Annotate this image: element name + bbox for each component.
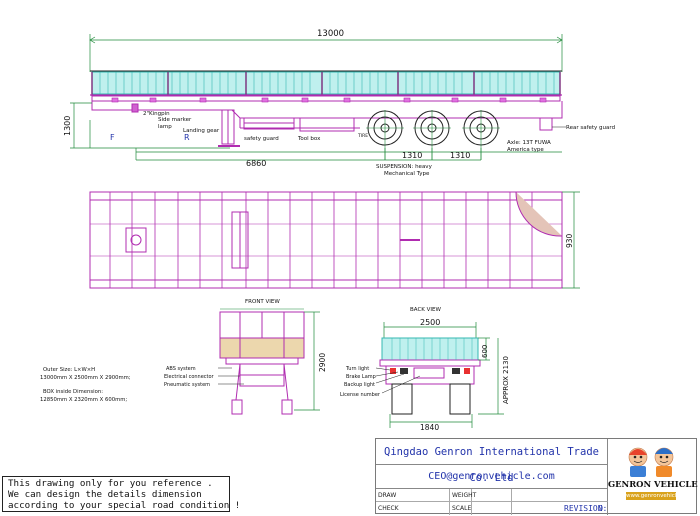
turn-light-label: Turn light <box>345 366 369 372</box>
mascot-icon <box>628 447 674 477</box>
note-line-2: We can design the details dimension <box>8 489 202 500</box>
top-width-dimension <box>562 191 580 289</box>
cargo-box <box>90 70 562 96</box>
back-view-title: BACK VIEW <box>410 307 441 313</box>
axle-label-1: Axle: 13T FUWA <box>507 140 551 146</box>
box-dimension-label: BOX inside Dimension: <box>43 389 103 395</box>
electrical-connector-label: Electrical connector <box>164 374 215 380</box>
front-overhang-label: 6860 <box>246 159 266 168</box>
height-dimension <box>70 102 230 149</box>
top-view <box>89 191 563 289</box>
rear-bumper <box>539 117 553 131</box>
rear-marker-r: R <box>184 133 190 142</box>
safety-guard-label: safety guard <box>244 136 279 142</box>
rear-safety-guard-label: Rear safety guard <box>566 125 615 131</box>
specs: Outer Size: L×W×H 13000mm X 2500mm X 290… <box>40 367 131 403</box>
company-email: CEO@genronvehicle.com <box>376 465 608 489</box>
backup-light-label: Backup light <box>344 382 375 388</box>
outer-size-label: Outer Size: L×W×H <box>43 367 95 373</box>
title-block-row-draw: DRAW WEIGHT <box>376 489 608 502</box>
brake-lamp-label: Brake Lamp <box>346 374 376 380</box>
kingpin <box>131 103 139 113</box>
company-name: Qingdao Genron International Trade Co. L… <box>376 439 608 484</box>
front-view-title: FRONT VIEW <box>245 299 280 305</box>
front-height-label: 2900 <box>318 353 327 372</box>
tool-box-label: Tool box <box>297 136 321 142</box>
revision-label: REVISION: <box>564 504 608 513</box>
axle-dimensions <box>135 148 562 161</box>
suspension-label-1: SUSPENSION: heavy <box>376 164 433 170</box>
height-label: 1300 <box>63 116 72 136</box>
back-side-height-label: 600 <box>481 345 489 358</box>
tool-box <box>299 117 355 132</box>
wheels <box>366 110 500 160</box>
back-overall-height-label: APPROX 2130 <box>502 356 510 404</box>
logo-brand-text: GENRON VEHICLE <box>608 479 698 489</box>
note-line-3: according to your special road condition… <box>8 500 241 511</box>
kingpin-label: 2"Kingpin <box>143 111 170 117</box>
disclaimer-note: This drawing only for you reference . We… <box>2 476 241 512</box>
weight-value <box>472 489 512 502</box>
landing-gear-label: Landing gear <box>183 128 220 134</box>
suspension-label-2: Mechanical Type <box>384 171 430 177</box>
axle-spacing-label-a: 1310 <box>402 151 422 160</box>
tire-label: TIRE <box>357 133 368 139</box>
landing-gear <box>218 109 240 147</box>
overall-length-dimension <box>89 34 563 72</box>
check-label: CHECK <box>376 502 450 515</box>
side-view: 13000 <box>63 29 615 177</box>
revision-value: 0 <box>598 504 604 513</box>
pneumatic-system-label: Pneumatic system <box>164 382 210 388</box>
outer-size-value: 13000mm X 2500mm X 2900mm; <box>40 375 131 381</box>
axle-spacing-label-b: 1310 <box>450 151 470 160</box>
side-marker-label-2: lamp <box>158 124 172 130</box>
weight-label: WEIGHT <box>450 489 476 502</box>
license-number-label: License number <box>340 392 381 398</box>
title-block: Qingdao Genron International Trade Co. L… <box>375 438 698 515</box>
scale-label: SCALE <box>450 502 472 515</box>
side-marker-label-1: Side marker <box>158 117 192 123</box>
company-logo: GENRON VEHICLE www.genronvehicle.com <box>608 439 698 513</box>
overall-length-label: 13000 <box>317 29 344 39</box>
back-view: BACK VIEW 2500 <box>340 307 510 432</box>
logo-sub-text: www.genronvehicle.com <box>626 492 676 500</box>
abs-system-label: ABS system <box>166 366 196 372</box>
axle-label-2: America type <box>507 147 544 153</box>
front-view: FRONT VIEW ABS system Electrical connect… <box>164 299 327 415</box>
box-dimension-value: 12850mm X 2320mm X 600mm; <box>40 397 127 403</box>
title-block-row-check: CHECK SCALE REVISION: 0 <box>376 502 608 515</box>
front-marker-f: F <box>110 133 115 142</box>
scale-value <box>472 502 512 515</box>
draw-label: DRAW <box>376 489 450 502</box>
chassis-frame <box>91 95 563 129</box>
side-safety-guard <box>243 117 295 130</box>
note-line-1: This drawing only for you reference . <box>8 478 213 489</box>
top-width-label: 930 <box>565 233 574 248</box>
back-width-label: 2500 <box>420 318 440 327</box>
track-width-label: 1840 <box>420 423 439 432</box>
